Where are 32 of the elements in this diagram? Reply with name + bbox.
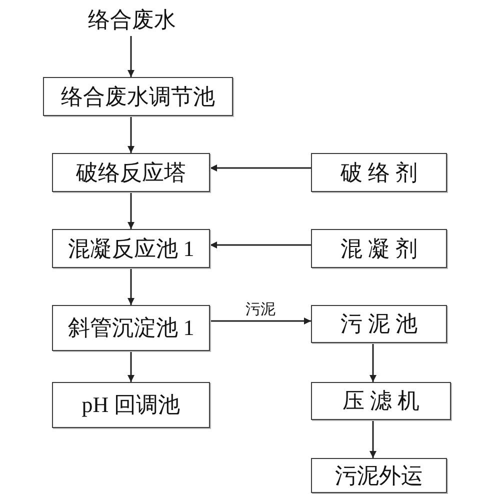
process-box bbox=[311, 305, 447, 343]
edge-label: 污泥 bbox=[244, 301, 276, 318]
input-label: 络合废水 bbox=[84, 4, 180, 36]
box-label: 络合废水调节池 bbox=[61, 84, 215, 110]
process-box bbox=[311, 382, 451, 420]
arrow bbox=[370, 420, 376, 458]
arrow bbox=[128, 268, 134, 305]
arrow bbox=[128, 116, 134, 153]
box-label: 混凝反应池 1 bbox=[68, 236, 194, 262]
box-label: 破 络 剂 bbox=[340, 160, 418, 186]
arrow bbox=[128, 351, 134, 382]
process-box bbox=[311, 229, 447, 268]
process-box bbox=[52, 229, 210, 268]
box-label: 压 滤 机 bbox=[342, 388, 420, 414]
arrow bbox=[128, 192, 134, 229]
box-label: 破络反应塔 bbox=[76, 160, 186, 186]
box-label: 污 泥 池 bbox=[340, 311, 418, 337]
process-box bbox=[52, 305, 210, 351]
box-label: 混 凝 剂 bbox=[340, 236, 418, 262]
arrow bbox=[210, 242, 311, 248]
process-box bbox=[52, 382, 210, 428]
arrow bbox=[210, 164, 311, 172]
arrow bbox=[128, 36, 134, 77]
box-label: 污泥外运 bbox=[335, 462, 423, 488]
process-box bbox=[52, 153, 210, 192]
arrow bbox=[210, 318, 311, 324]
box-label: 斜管沉淀池 1 bbox=[68, 315, 194, 341]
arrow bbox=[370, 343, 376, 382]
box-label: pH 回调池 bbox=[82, 392, 180, 418]
process-box bbox=[311, 153, 447, 192]
process-box bbox=[43, 77, 233, 116]
process-box bbox=[311, 458, 447, 493]
